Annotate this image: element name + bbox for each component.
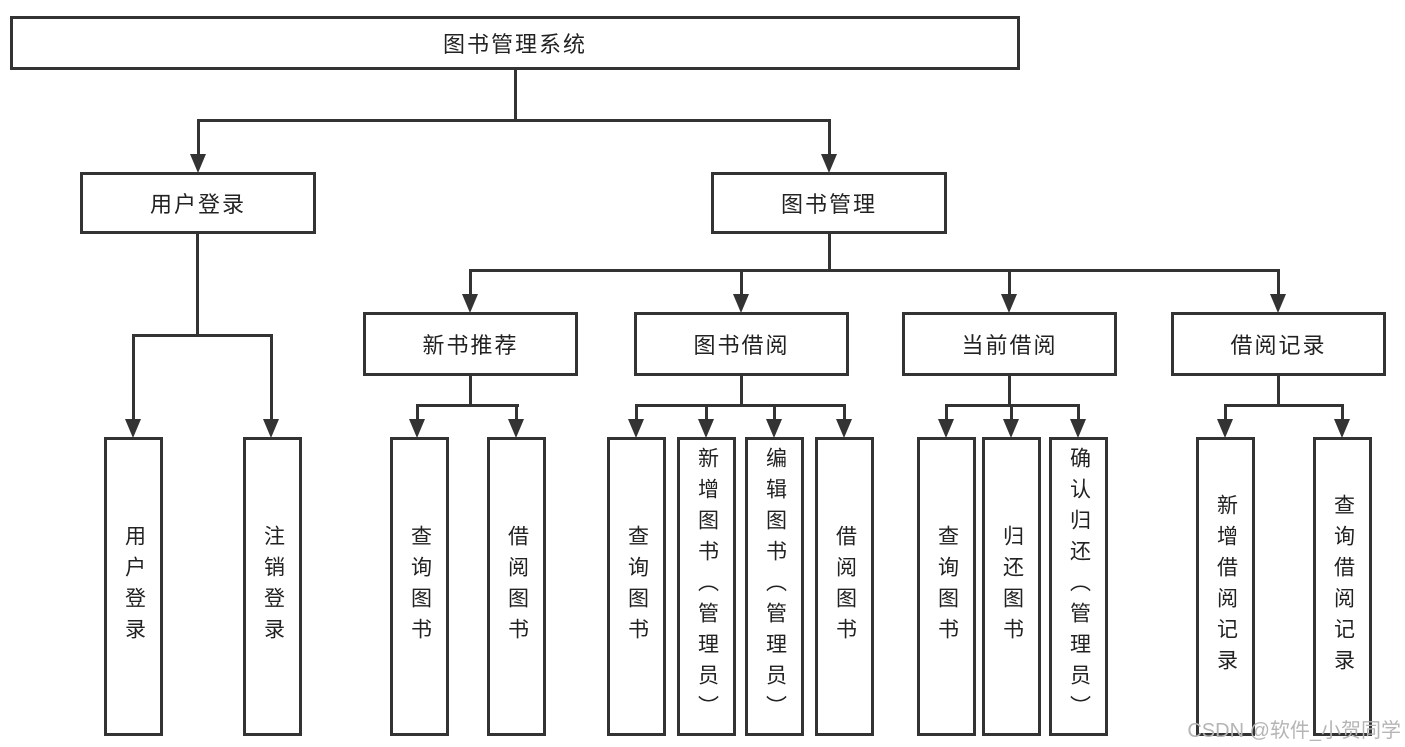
arrowhead xyxy=(1070,419,1086,438)
arrowhead xyxy=(409,419,425,438)
connector xyxy=(197,119,831,122)
connector xyxy=(843,404,846,419)
connector xyxy=(132,334,135,420)
connector xyxy=(945,404,948,419)
connector xyxy=(1008,269,1011,295)
node-book-borrowing: 图书借阅 xyxy=(634,312,849,376)
leaf-borrow-books-borrowing: 借阅图书 xyxy=(815,437,874,736)
node-new-book-recommendation: 新书推荐 xyxy=(363,312,578,376)
connector xyxy=(416,404,419,419)
connector xyxy=(705,404,708,419)
leaf-return-books: 归还图书 xyxy=(982,437,1041,736)
arrowhead xyxy=(698,419,714,438)
node-user-login: 用户登录 xyxy=(80,172,316,234)
connector xyxy=(635,404,846,407)
leaf-query-books-current: 查询图书 xyxy=(917,437,976,736)
connector xyxy=(1277,269,1280,295)
connector xyxy=(1277,375,1280,406)
arrowhead xyxy=(1334,419,1350,438)
node-current-borrowing: 当前借阅 xyxy=(902,312,1117,376)
leaf-add-borrow-record: 新增借阅记录 xyxy=(1196,437,1255,736)
connector xyxy=(132,334,273,337)
connector xyxy=(1008,375,1011,406)
arrowhead xyxy=(628,419,644,438)
leaf-query-borrow-record: 查询借阅记录 xyxy=(1313,437,1372,736)
connector xyxy=(197,119,200,157)
arrowhead xyxy=(938,419,954,438)
connector xyxy=(1224,404,1227,419)
leaf-logout: 注销登录 xyxy=(243,437,302,736)
connector xyxy=(514,68,517,122)
connector xyxy=(828,119,831,157)
leaf-confirm-return-admin: 确认归还（管理员） xyxy=(1049,437,1108,736)
node-book-management: 图书管理 xyxy=(711,172,947,234)
arrowhead xyxy=(1270,294,1286,313)
leaf-borrow-books-recommend: 借阅图书 xyxy=(487,437,546,736)
arrowhead xyxy=(836,419,852,438)
connector xyxy=(773,404,776,419)
node-library-management-system: 图书管理系统 xyxy=(10,16,1020,70)
connector xyxy=(740,375,743,406)
connector xyxy=(469,269,1280,272)
connector xyxy=(416,404,519,407)
watermark: CSDN @软件_小贺同学 xyxy=(1187,720,1401,742)
arrowhead xyxy=(733,294,749,313)
connector xyxy=(469,375,472,406)
arrowhead xyxy=(821,154,837,173)
arrowhead xyxy=(190,154,206,173)
arrowhead xyxy=(1217,419,1233,438)
leaf-query-books-borrowing: 查询图书 xyxy=(607,437,666,736)
connector xyxy=(196,233,199,337)
connector xyxy=(740,269,743,295)
arrowhead xyxy=(1003,419,1019,438)
arrowhead xyxy=(462,294,478,313)
arrowhead xyxy=(766,419,782,438)
arrowhead xyxy=(263,419,279,438)
connector xyxy=(469,269,472,295)
leaf-query-books-recommend: 查询图书 xyxy=(390,437,449,736)
connector xyxy=(270,334,273,420)
connector xyxy=(1010,404,1013,419)
connector xyxy=(1224,404,1344,407)
arrowhead xyxy=(1001,294,1017,313)
arrowhead xyxy=(125,419,141,438)
arrowhead xyxy=(508,419,524,438)
leaf-add-book-admin: 新增图书（管理员） xyxy=(677,437,736,736)
connector xyxy=(635,404,638,419)
connector xyxy=(1341,404,1344,419)
node-borrowing-records: 借阅记录 xyxy=(1171,312,1386,376)
connector xyxy=(1077,404,1080,419)
connector xyxy=(828,233,831,272)
connector xyxy=(515,404,518,419)
leaf-edit-book-admin: 编辑图书（管理员） xyxy=(745,437,804,736)
leaf-user-login: 用户登录 xyxy=(104,437,163,736)
